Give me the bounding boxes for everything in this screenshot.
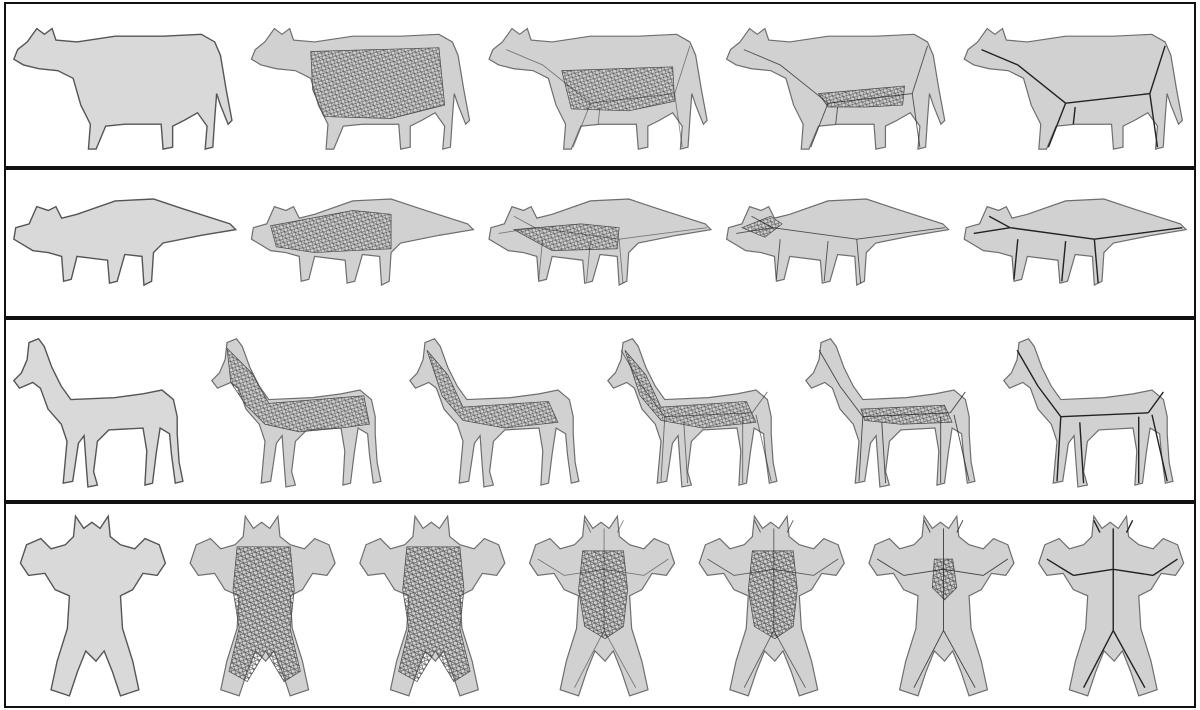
row-triceratops bbox=[4, 168, 1196, 318]
cow-ghost-mesh bbox=[964, 29, 1182, 150]
triceratops-stage-2 bbox=[251, 199, 473, 285]
cow-stage-1 bbox=[14, 29, 232, 150]
armadillo-stage-2 bbox=[190, 516, 335, 696]
triceratops-ghost-mesh bbox=[727, 199, 949, 285]
armadillo-stage-1 bbox=[20, 516, 165, 696]
triceratops-stage-4 bbox=[727, 199, 949, 285]
horse-stage-2 bbox=[212, 339, 381, 487]
cow-stage-5 bbox=[964, 29, 1182, 150]
armadillo-contracted-mesh bbox=[748, 551, 797, 639]
cow-ghost-mesh bbox=[727, 29, 945, 150]
cow-contracted-mesh bbox=[311, 48, 445, 119]
horse-stage-3 bbox=[410, 339, 579, 487]
horse-stage-4 bbox=[608, 339, 777, 487]
horse-solid-mesh bbox=[14, 339, 183, 487]
horse-stage-1 bbox=[14, 339, 183, 487]
horse-contracted-mesh bbox=[427, 350, 558, 428]
armadillo-stage-5 bbox=[699, 516, 844, 696]
armadillo-stage-3 bbox=[360, 516, 505, 696]
horse-stage-5 bbox=[806, 339, 975, 487]
triceratops-ghost-mesh bbox=[964, 199, 1186, 285]
armadillo-ghost-mesh bbox=[869, 516, 1014, 696]
cow-stage-4 bbox=[727, 29, 945, 150]
armadillo-stage-6 bbox=[869, 516, 1014, 696]
triceratops-stage-1 bbox=[14, 199, 236, 285]
armadillo-stage-4 bbox=[530, 516, 675, 696]
armadillo-ghost-mesh bbox=[1039, 516, 1184, 696]
horse-contracted-mesh bbox=[227, 348, 370, 432]
armadillo-contracted-mesh bbox=[399, 547, 470, 682]
triceratops-solid-mesh bbox=[14, 199, 236, 285]
armadillo-contracted-mesh bbox=[579, 551, 628, 639]
horse-stage-6 bbox=[1004, 339, 1173, 487]
cow-stage-3 bbox=[489, 29, 707, 150]
row-cow bbox=[4, 2, 1196, 168]
triceratops-sequence bbox=[6, 170, 1194, 316]
cow-solid-mesh bbox=[14, 29, 232, 150]
horse-sequence bbox=[6, 320, 1194, 500]
row-armadillo bbox=[4, 502, 1196, 708]
row-horse bbox=[4, 318, 1196, 502]
cow-contracted-mesh bbox=[562, 67, 675, 111]
armadillo-solid-mesh bbox=[20, 516, 165, 696]
triceratops-stage-5 bbox=[964, 199, 1186, 285]
triceratops-stage-3 bbox=[489, 199, 711, 285]
cow-stage-2 bbox=[251, 29, 469, 150]
armadillo-stage-7 bbox=[1039, 516, 1184, 696]
armadillo-sequence bbox=[6, 504, 1194, 706]
armadillo-contracted-mesh bbox=[229, 547, 300, 682]
cow-sequence bbox=[6, 4, 1194, 166]
